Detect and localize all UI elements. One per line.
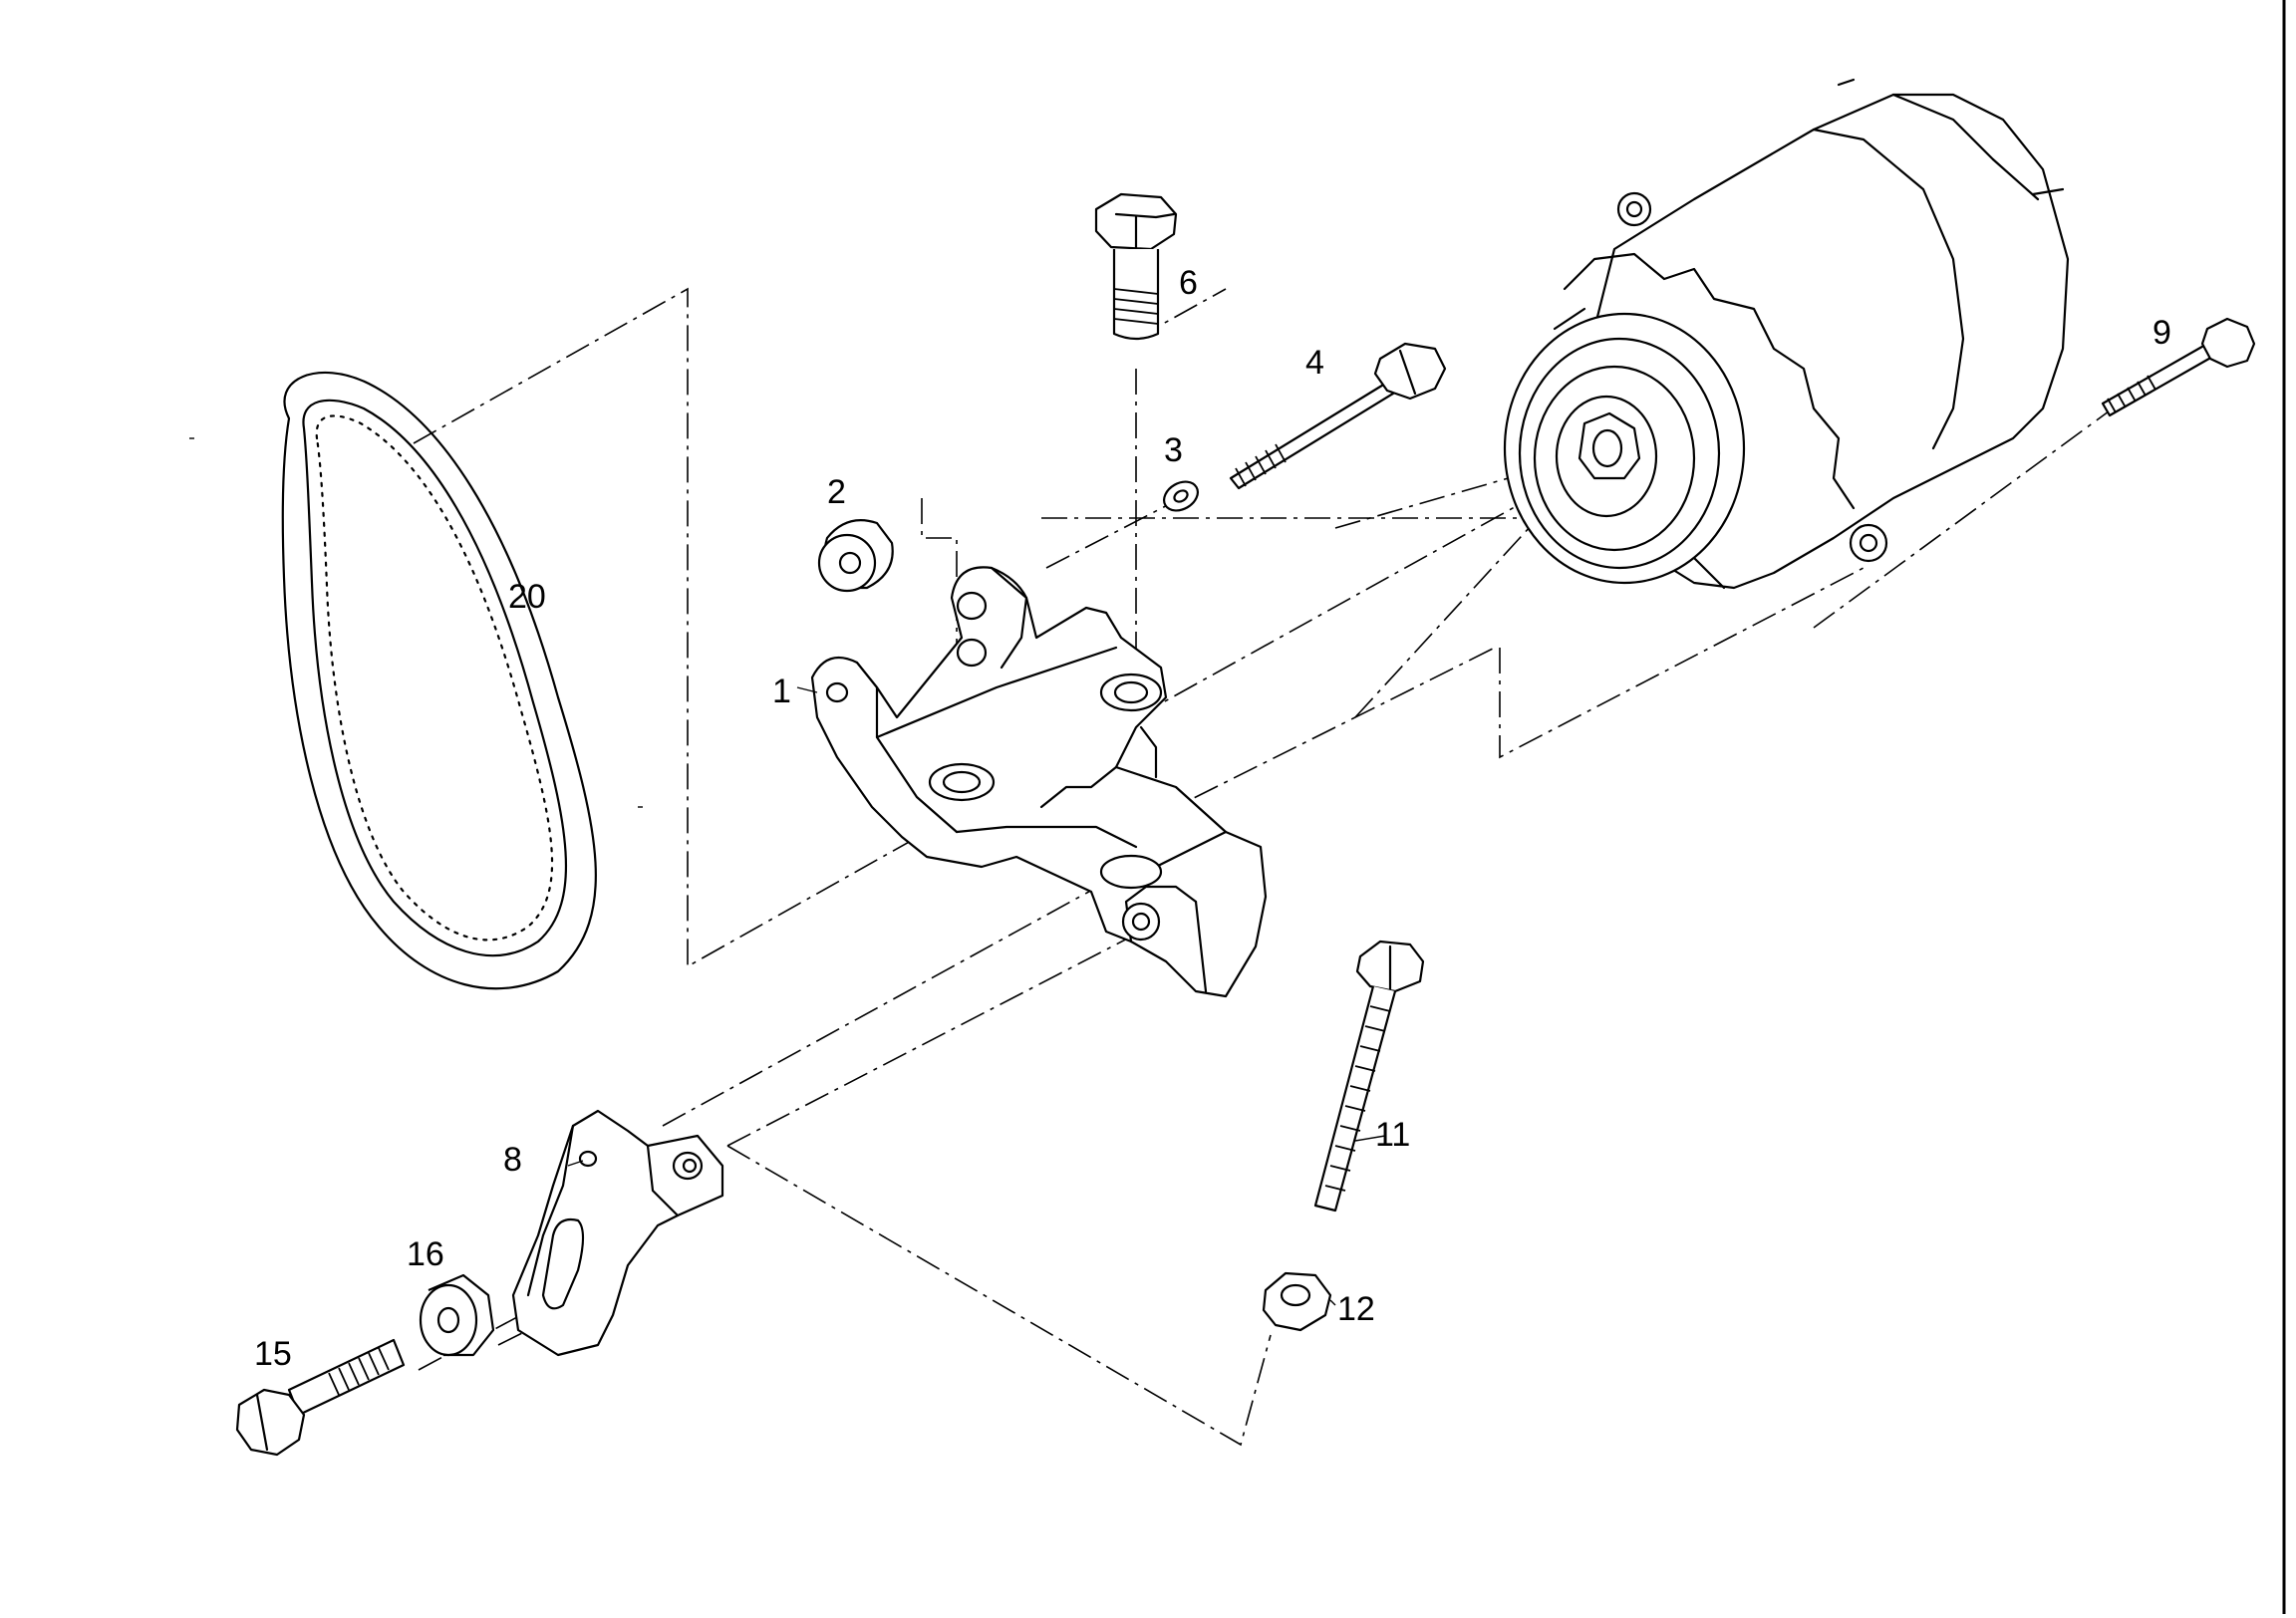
bolt-9 (2101, 317, 2256, 417)
bushing-2 (817, 519, 894, 593)
bolt-15 (235, 1338, 406, 1457)
callout-6: 6 (1179, 264, 1198, 302)
mounting-bracket-1 (810, 566, 1268, 998)
callout-4: 4 (1305, 344, 1324, 382)
nut-12 (1262, 1271, 1332, 1332)
callout-8: 8 (503, 1141, 522, 1179)
callout-12: 12 (1337, 1290, 1375, 1328)
callout-3: 3 (1164, 431, 1183, 469)
callout-20: 20 (508, 578, 546, 616)
toothed-belt (281, 371, 597, 990)
long-bolt-4 (1229, 342, 1447, 490)
long-bolt-11 (1313, 940, 1425, 1213)
leader-lines (567, 686, 1386, 1306)
alternator (1503, 78, 2070, 590)
adjuster-bracket-8 (511, 1109, 724, 1357)
hex-bolt-6 (1094, 192, 1178, 341)
callout-9: 9 (2152, 314, 2171, 352)
callout-1: 1 (772, 673, 791, 710)
callout-2: 2 (827, 473, 846, 511)
washer-3 (1163, 480, 1199, 512)
callout-11: 11 (1375, 1116, 1410, 1154)
callout-15: 15 (254, 1335, 292, 1373)
callout-16: 16 (407, 1235, 444, 1273)
spacer-16 (419, 1273, 495, 1357)
